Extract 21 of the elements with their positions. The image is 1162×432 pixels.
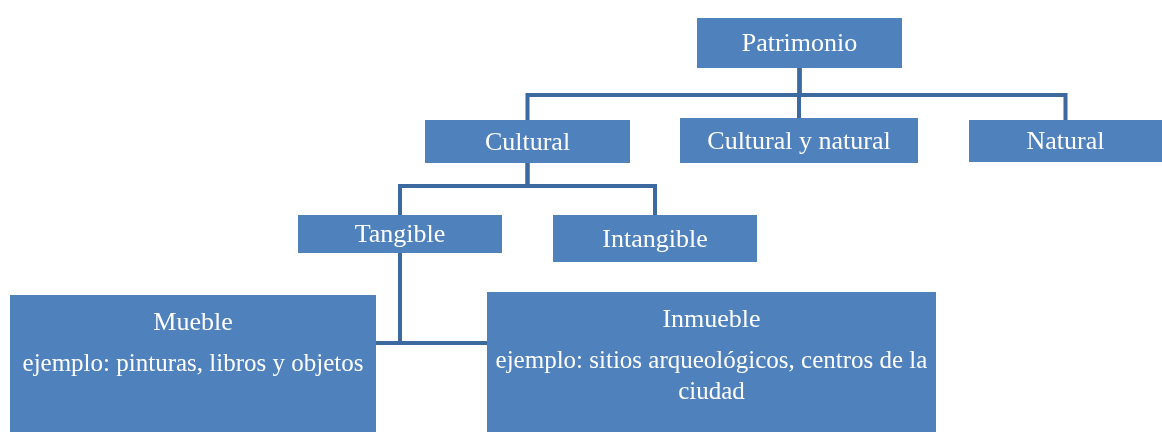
category-box xyxy=(487,292,936,432)
box-description: ejemplo: sitios arqueológicos, centros de la ciudad xyxy=(495,345,928,407)
connector-line xyxy=(525,163,657,215)
box-title: Cultural y natural xyxy=(707,125,891,156)
category-box xyxy=(298,215,502,253)
box-title: Cultural xyxy=(484,126,571,157)
category-box xyxy=(697,18,902,68)
category-box xyxy=(553,215,757,262)
connector-line xyxy=(797,68,1068,120)
box-title: Inmueble xyxy=(662,304,761,334)
box-title: Mueble xyxy=(153,307,233,337)
category-box xyxy=(969,120,1162,162)
box-title: Tangible xyxy=(354,219,446,249)
box-description: ejemplo: pinturas, libros y objetos xyxy=(22,348,364,378)
box-title: Patrimonio xyxy=(741,28,858,58)
category-box xyxy=(10,295,376,432)
category-box xyxy=(680,118,918,163)
box-title: Intangible xyxy=(602,223,708,254)
category-box xyxy=(425,120,630,163)
box-title: Natural xyxy=(1026,126,1105,156)
connector-line xyxy=(398,253,487,345)
